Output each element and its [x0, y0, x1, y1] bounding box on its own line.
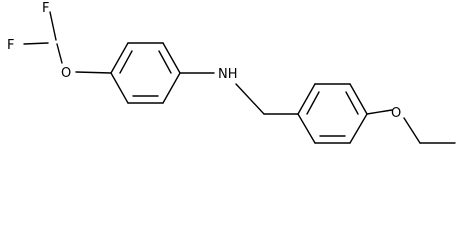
- ring1-bond-3: [162, 42, 181, 74]
- ring2-double-1: [306, 91, 320, 115]
- ring2-bond-6: [297, 83, 316, 115]
- bond-ring2-o2: [366, 109, 393, 115]
- ring1-bond-6: [110, 72, 129, 104]
- bond-f1-chf2: [49, 11, 57, 41]
- bond-o2-ch2: [403, 117, 421, 144]
- bond-nh-ch2: [235, 83, 265, 115]
- atom-label-f1: F: [42, 1, 49, 16]
- ring2-bond-4: [349, 83, 368, 115]
- bond-f2-chf2: [23, 42, 49, 45]
- structure-diagram: F F O NH O: [7, 1, 456, 144]
- bond-o1-ring1: [75, 71, 112, 74]
- ring2-bond-3: [349, 113, 368, 144]
- ring1-double-2: [158, 50, 172, 74]
- molecule-drawing: F F O NH O: [7, 1, 456, 144]
- ring1-double-1: [119, 50, 133, 74]
- ring1-bond-4: [162, 72, 181, 104]
- atom-label-o1: O: [61, 66, 71, 81]
- bond-chf2-o1: [56, 43, 63, 64]
- atom-label-nh: NH: [218, 67, 238, 82]
- atom-label-o2: O: [391, 106, 401, 121]
- atom-label-f2: F: [7, 38, 14, 53]
- ring1-bond-1: [110, 42, 129, 74]
- ring2-bond-1: [297, 113, 316, 144]
- ring2-double-3: [345, 91, 359, 115]
